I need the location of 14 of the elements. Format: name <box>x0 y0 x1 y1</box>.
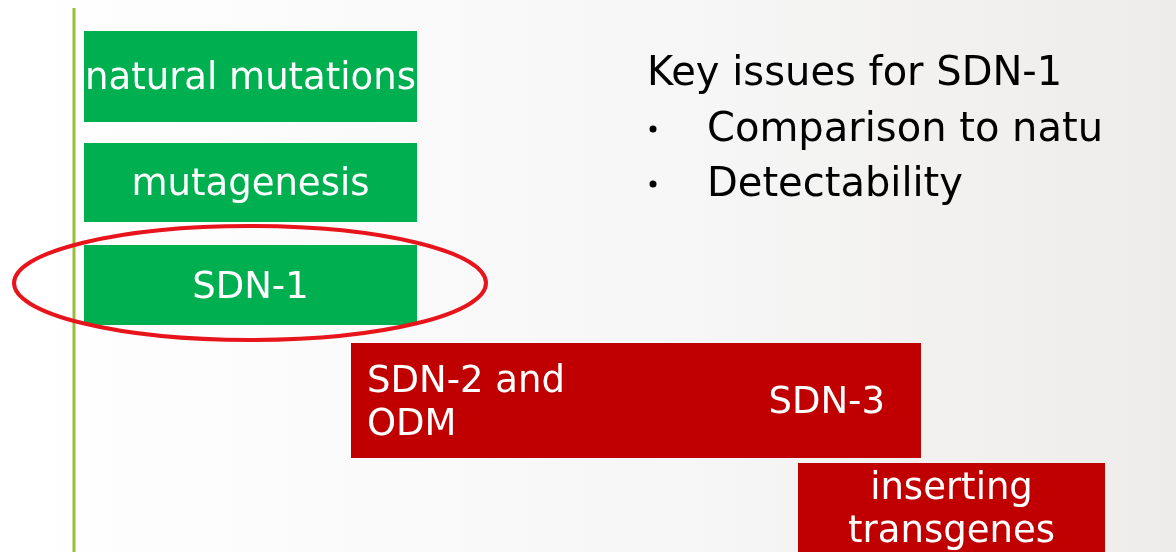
box-label: mutagenesis <box>131 161 370 204</box>
box-label: SDN-1 <box>192 263 309 307</box>
box-label: natural mutations <box>85 55 416 98</box>
box-label: SDN-2 and ODM <box>367 357 566 444</box>
box-label: SDN-3 <box>768 379 885 422</box>
category-box <box>798 463 1105 552</box>
bullet-item: Comparison to natu <box>660 104 1103 150</box>
heading-text: Key issues for SDN-1 <box>647 48 1063 94</box>
bullet-item: Detectability <box>660 159 1103 205</box>
box-label: inserting transgenes <box>847 464 1056 551</box>
category-box <box>84 245 417 325</box>
category-box <box>84 143 417 222</box>
category-box <box>351 343 921 458</box>
category-box <box>84 31 417 122</box>
